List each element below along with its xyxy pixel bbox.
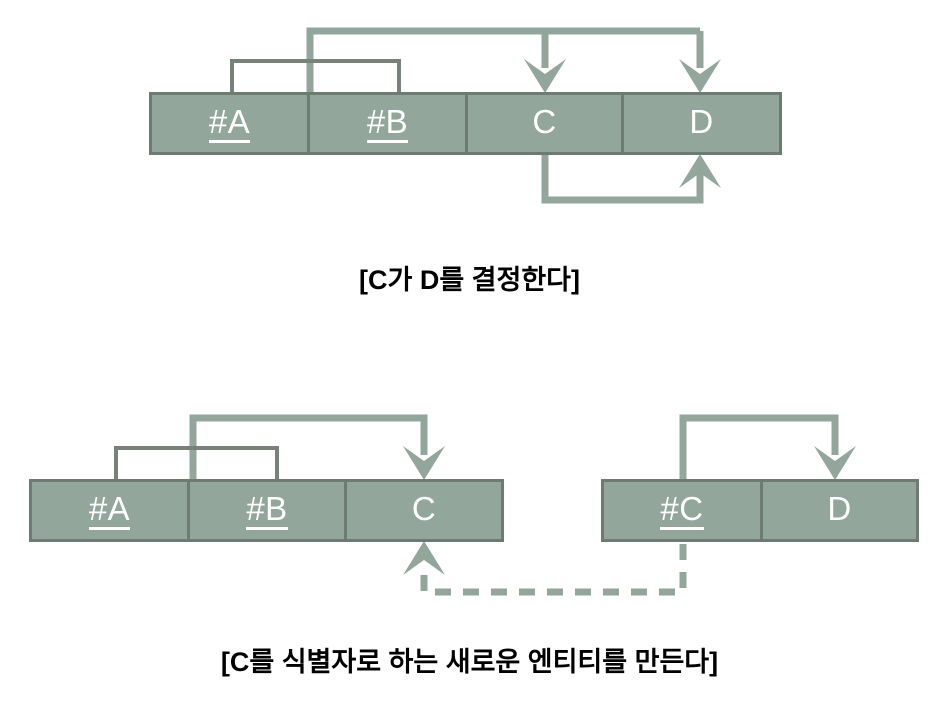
attribute-label-ckey: #C [660,492,704,530]
attribute-cell-a[interactable]: #A [152,95,310,152]
attribute-label-b2: #B [246,492,288,530]
entity-table-cd[interactable]: #C D [601,479,919,542]
attribute-cell-d2[interactable]: D [763,482,916,539]
bottom-dashed-link [420,544,687,596]
entity-table-abcd[interactable]: #A #B C D [149,92,782,155]
arrowhead-down-to-c-bottom [403,446,445,480]
bottom-left-rail [189,414,428,479]
arrowhead-up-to-c-bottom [403,541,445,575]
attribute-label-a: #A [208,105,251,143]
bottom-bracket-a-b [114,446,279,479]
attribute-label-a2: #A [88,492,131,530]
attribute-label-b: #B [366,105,409,143]
arrowhead-down-to-d-bottom [814,446,856,480]
arrowhead-up-to-d [679,154,721,188]
caption-top: [C가 D를 결정한다] [358,265,581,295]
attribute-label-c2: C [411,489,437,527]
attribute-cell-a2[interactable]: #A [32,482,190,539]
top-rail-main [306,27,700,92]
attribute-cell-b[interactable]: #B [310,95,468,152]
attribute-cell-c[interactable]: C [468,95,624,152]
attribute-label-c: C [532,102,557,140]
attribute-cell-b2[interactable]: #B [190,482,347,539]
attribute-cell-c2[interactable]: C [347,482,501,539]
caption-bottom: [C를 식별자로 하는 새로운 엔티티를 만든다] [220,647,719,677]
attribute-label-d: D [689,102,714,140]
attribute-cell-d[interactable]: D [624,95,779,152]
top-bracket-a-b [230,59,401,92]
attribute-cell-ckey[interactable]: #C [604,482,763,539]
entity-table-abc[interactable]: #A #B C [29,479,504,542]
arrowhead-down-to-c [524,59,566,93]
top-loop-c-to-d [541,155,704,204]
arrowhead-down-to-d [679,59,721,93]
attribute-label-d2: D [827,489,852,527]
bottom-right-rail [679,414,839,479]
